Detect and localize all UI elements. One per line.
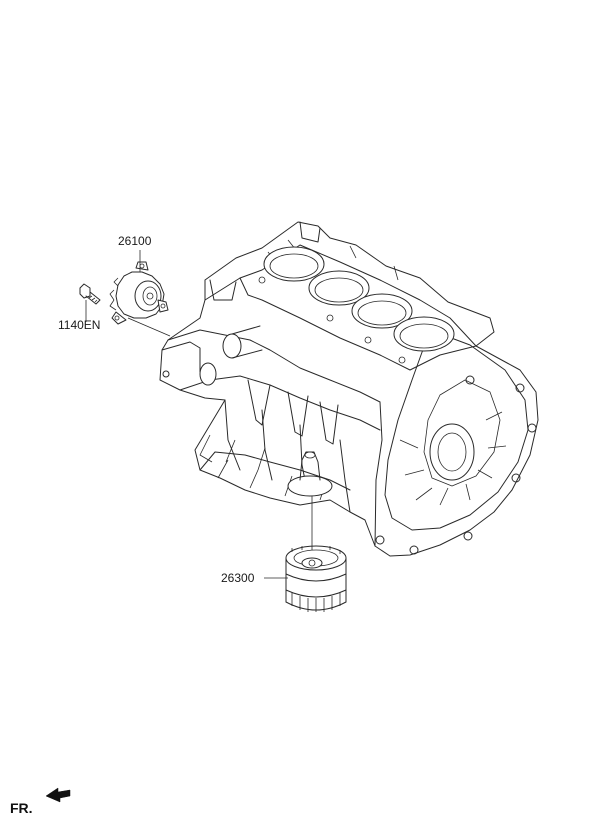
front-direction-arrow-icon [45, 787, 71, 803]
pump-mount-boss [161, 325, 263, 386]
part-label-26100: 26100 [118, 234, 152, 248]
part-label-1140en: 1140EN [58, 318, 101, 332]
leader-lines [85, 250, 313, 579]
bolt [79, 283, 101, 305]
part-label-26300: 26300 [221, 571, 255, 585]
front-direction-label: FR. [10, 800, 33, 816]
water-pump [109, 261, 169, 325]
cylinder-bores [258, 246, 455, 364]
oil-filter-mount [287, 451, 333, 497]
oil-filter [285, 545, 347, 612]
